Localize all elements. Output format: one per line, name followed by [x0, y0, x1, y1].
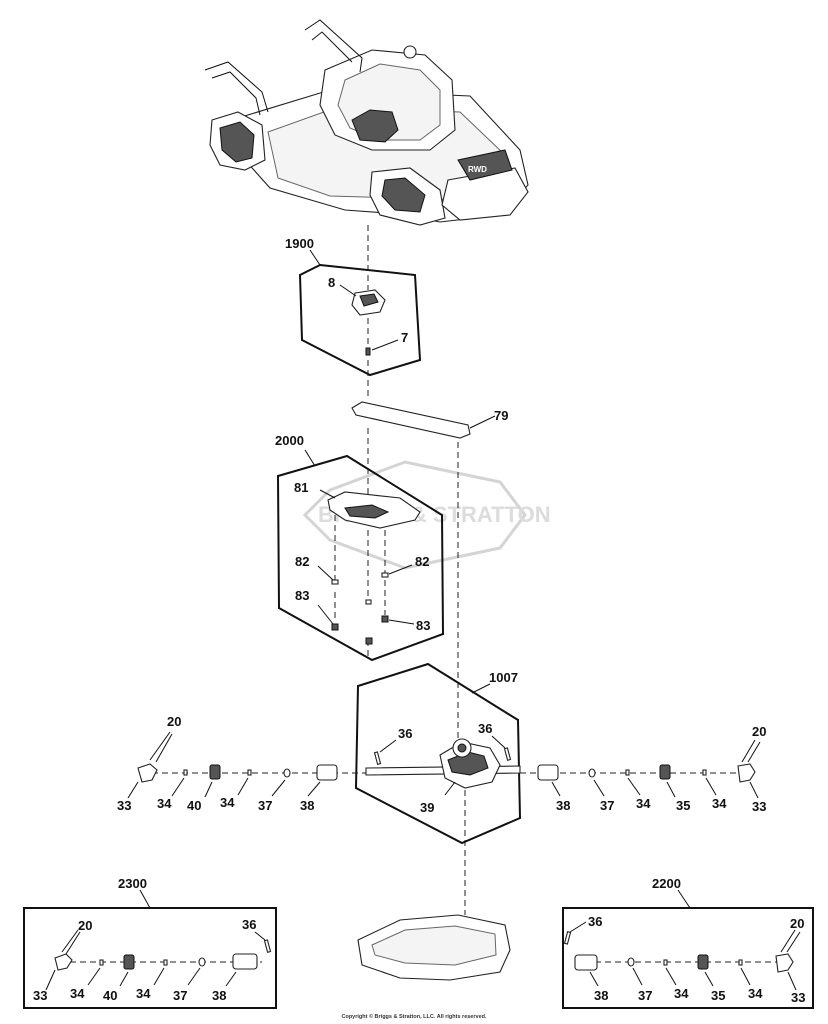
- callout-38-kit-left: 38: [212, 988, 226, 1003]
- callout-33-left: 33: [117, 798, 131, 813]
- callout-34-kit-left-1: 34: [70, 986, 85, 1001]
- lower-housing: [357, 914, 511, 981]
- callout-36-kit-left: 36: [242, 917, 256, 932]
- callout-34-kit-right-1: 34: [674, 986, 689, 1001]
- part-36-pin-right: [503, 747, 512, 761]
- callout-82-right: 82: [415, 554, 429, 569]
- callout-34-right-2: 34: [712, 796, 727, 811]
- callout-40-left: 40: [187, 798, 201, 813]
- part-7-key: [365, 347, 371, 356]
- callout-38-right: 38: [556, 798, 570, 813]
- callout-83-left: 83: [295, 588, 309, 603]
- callout-20-kit-left: 20: [78, 918, 92, 933]
- callout-34-kit-right-2: 34: [748, 986, 763, 1001]
- callout-34-left-2: 34: [220, 795, 235, 810]
- callout-37-left: 37: [258, 798, 272, 813]
- callout-7: 7: [401, 330, 408, 345]
- part-82-left: [331, 579, 339, 585]
- part-38-bushing-left: [316, 764, 338, 781]
- callout-34-right-1: 34: [636, 796, 651, 811]
- kit-2200: 2200 36 38 37 34 35 34 20 33: [562, 876, 814, 1009]
- kit-2000: 2000 81 82 82 83 83: [275, 433, 445, 662]
- callout-33-kit-left: 33: [33, 988, 47, 1003]
- mower-badge: RWD: [468, 165, 487, 174]
- callout-39: 39: [420, 800, 434, 815]
- callout-2300: 2300: [118, 876, 147, 891]
- callout-1007: 1007: [489, 670, 518, 685]
- callout-81: 81: [294, 480, 308, 495]
- callout-33-right: 33: [752, 799, 766, 814]
- part-40-gear: [209, 764, 221, 780]
- callout-34-kit-left-2: 34: [136, 986, 151, 1001]
- callout-1900: 1900: [285, 236, 314, 251]
- right-axle-parts: 38 37 34 35 34 20 33: [537, 724, 766, 814]
- callout-36-left: 36: [398, 726, 412, 741]
- part-83-left: [331, 623, 339, 631]
- callout-2000: 2000: [275, 433, 304, 448]
- callout-33-kit-right: 33: [791, 990, 805, 1005]
- part-83-right: [381, 615, 389, 623]
- callout-79: 79: [494, 408, 508, 423]
- part-35-gear: [659, 764, 671, 780]
- callout-38-kit-right: 38: [594, 988, 608, 1003]
- callout-36-right: 36: [478, 721, 492, 736]
- callout-82-left: 82: [295, 554, 309, 569]
- part-82-right: [381, 572, 389, 578]
- part-33-left: [137, 763, 158, 783]
- callout-83-right: 83: [416, 618, 430, 633]
- callout-37-kit-right: 37: [638, 988, 652, 1003]
- callout-2200: 2200: [652, 876, 681, 891]
- callout-20-left: 20: [167, 714, 181, 729]
- callout-34-left-1: 34: [157, 796, 172, 811]
- part-79-belt: 79: [351, 401, 508, 439]
- part-36-pin-left: [373, 751, 382, 765]
- kit-1900: 1900 8 7: [285, 236, 422, 377]
- kit-1007: 1007 39 36 36: [354, 662, 522, 845]
- callout-35-kit-right: 35: [711, 988, 725, 1003]
- callout-20-kit-right: 20: [790, 916, 804, 931]
- kit-2300: 2300 20 33 34 40 34 37 38 36: [23, 876, 277, 1009]
- callout-20-right: 20: [752, 724, 766, 739]
- callout-36-kit-right: 36: [588, 914, 602, 929]
- part-38-bushing-right: [537, 764, 559, 781]
- callout-38-left: 38: [300, 798, 314, 813]
- copyright-notice: Copyright © Briggs & Stratton, LLC. All …: [341, 1014, 487, 1020]
- callout-37-kit-left: 37: [173, 988, 187, 1003]
- mower-illustration: RWD: [204, 19, 529, 226]
- callout-8: 8: [328, 275, 335, 290]
- callout-35-right: 35: [676, 798, 690, 813]
- callout-40-kit-left: 40: [103, 988, 117, 1003]
- callout-37-right: 37: [600, 798, 614, 813]
- part-33-right: [737, 763, 756, 783]
- left-axle-parts: 20 33 34 40 34 37 38: [117, 714, 338, 813]
